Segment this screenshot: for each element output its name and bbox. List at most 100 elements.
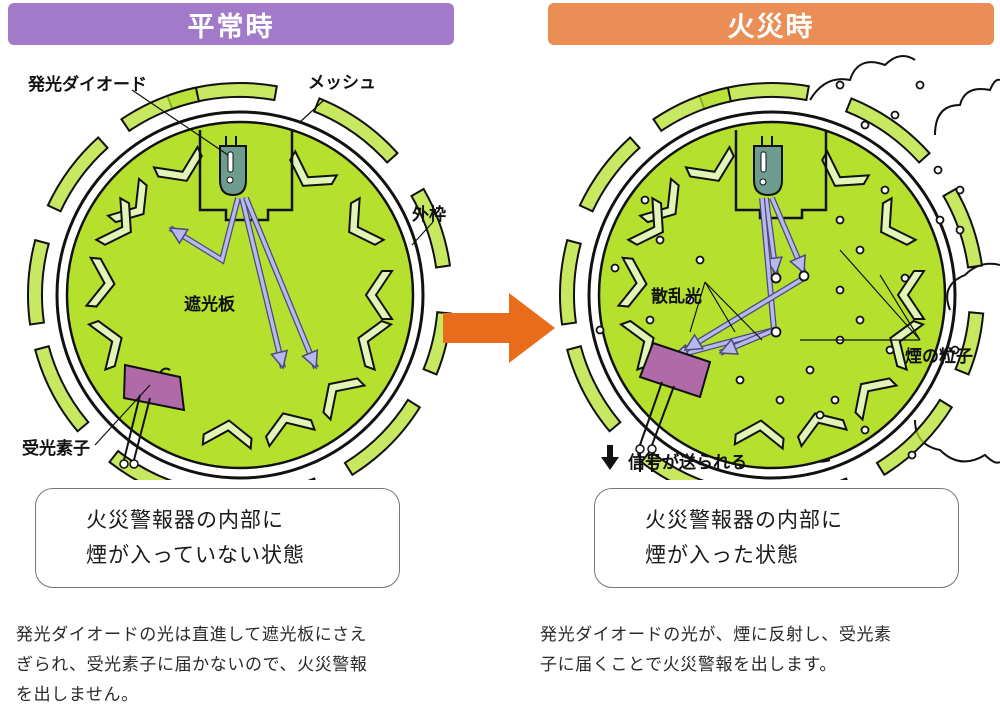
light-ray — [684, 276, 805, 352]
light-baffle — [364, 270, 394, 320]
arrowhead — [683, 333, 705, 351]
outer-frame-segment — [875, 398, 954, 477]
label-scattered-light: 散乱光 — [651, 287, 702, 307]
outer-frame-segment — [954, 311, 985, 376]
smoke-particles — [595, 80, 965, 460]
scatter-points — [770, 270, 810, 338]
smoke-particle — [935, 215, 945, 225]
caption-line: 煙が入っていない状態 — [86, 543, 305, 567]
smoke-particle — [880, 185, 890, 195]
smoke-particle — [855, 245, 865, 255]
leader-lines — [689, 249, 921, 341]
normal-state-diagram: 発光ダイオード メッシュ 外枠 遮光板 受光素子 — [0, 50, 470, 508]
mesh-ring — [55, 110, 425, 480]
outer-frame-segment — [559, 238, 582, 326]
smoke-particle — [855, 315, 865, 325]
light-baffle — [201, 419, 253, 451]
light-baffle — [733, 419, 785, 451]
light-baffle — [264, 412, 317, 449]
smoke-particle — [835, 285, 845, 295]
description-line: 発光ダイオードの光は直進して遮光板にさえ — [16, 625, 368, 645]
normal-state-banner: 平常時 — [8, 3, 454, 45]
light-baffle — [880, 196, 918, 246]
normal-state-caption: 火災警報器の内部に 煙が入っていない状態 — [35, 488, 400, 588]
smoke-particle — [655, 235, 665, 245]
smoke-particle — [775, 395, 785, 405]
smoke-particle — [860, 120, 870, 130]
smoke-particle — [835, 215, 845, 225]
light-baffle — [86, 319, 123, 372]
smoke-particle — [695, 255, 705, 265]
fire-state-description: 発光ダイオードの光が、煙に反射し、受光素 子に届くことで火災警報を出します。 — [540, 620, 980, 680]
smoke-particle — [900, 273, 910, 283]
label-diode: 発光ダイオード — [28, 75, 147, 95]
light-ray — [240, 197, 285, 369]
smoke-particle — [933, 165, 943, 175]
smoke-particle — [950, 345, 960, 355]
light-emitting-diode — [753, 136, 783, 197]
arrowhead — [788, 253, 806, 275]
arrowhead — [718, 337, 740, 355]
outer-frame-segment — [312, 97, 399, 164]
smoke-particle — [815, 410, 825, 420]
smoke-particle — [915, 80, 925, 90]
light-baffle — [889, 319, 926, 372]
photo-receiver — [635, 341, 712, 472]
smoke-particle — [885, 345, 895, 355]
light-baffle — [94, 196, 132, 246]
light-baffle — [796, 412, 849, 449]
light-baffle — [821, 149, 871, 187]
light-baffle — [84, 256, 116, 308]
description-line: 発光ダイオードの光が、煙に反射し、受光素 — [540, 625, 892, 645]
smoke-particle — [805, 365, 815, 375]
smoke-particle — [890, 110, 900, 120]
arrowhead — [270, 349, 289, 370]
normal-state-title: 平常時 — [187, 11, 275, 43]
light-baffle — [289, 149, 339, 187]
smoke-particle — [955, 225, 965, 235]
fire-state-banner: 火災時 — [548, 3, 994, 45]
smoke-particle — [645, 315, 655, 325]
label-mesh: メッシュ — [308, 73, 376, 93]
arrow-down-icon — [601, 445, 619, 470]
smoke-particle — [735, 375, 745, 385]
outer-frame-segment — [578, 136, 641, 213]
outer-frame-segment — [27, 238, 50, 326]
light-baffle — [626, 196, 664, 246]
caption-line: 火災警報器の内部に — [86, 508, 284, 532]
caption-line: 火災警報器の内部に — [645, 508, 843, 532]
light-ray — [169, 197, 240, 263]
light-baffle — [896, 270, 926, 320]
caption-line: 煙が入った状態 — [645, 543, 799, 567]
outer-frame-segment — [410, 187, 452, 269]
label-frame: 外枠 — [412, 205, 446, 225]
smoke-particle — [955, 185, 965, 195]
fire-detector-illustration — [559, 55, 1000, 508]
label-signal: 信号が送られる — [628, 453, 747, 473]
light-baffle — [684, 144, 735, 182]
label-smoke-particles: 煙の粒子 — [905, 347, 973, 367]
fire-state-title: 火災時 — [727, 11, 815, 43]
smoke-particle — [595, 325, 605, 335]
fire-state-caption: 火災警報器の内部に 煙が入った状態 — [594, 488, 959, 588]
outer-frame-segment — [343, 398, 422, 477]
label-receiver: 受光素子 — [22, 439, 90, 459]
fire-state-diagram: 散乱光 煙の粒子 信号が送られる — [540, 50, 1000, 508]
light-baffles — [84, 144, 394, 451]
light-baffle — [348, 196, 386, 246]
smoke-particle — [610, 263, 620, 273]
smoke-particle — [835, 80, 845, 90]
outer-frame-segment — [33, 345, 90, 433]
light-baffle — [106, 176, 148, 224]
smoke-particle — [685, 295, 695, 305]
smoke-particle — [907, 450, 917, 460]
mesh-ring — [587, 110, 957, 480]
light-emitting-diode — [219, 136, 247, 197]
normal-state-description: 発光ダイオードの光は直進して遮光板にさえ ぎられ、受光素子に届かないので、火災警… — [16, 620, 456, 710]
light-baffle — [152, 144, 203, 182]
smoke-particle — [830, 395, 840, 405]
description-line: ぎられ、受光素子に届かないので、火災警報 — [16, 655, 368, 675]
arrow-right-icon — [443, 293, 555, 363]
mesh-leader-line — [299, 99, 325, 123]
diode-leader-line — [131, 89, 229, 156]
